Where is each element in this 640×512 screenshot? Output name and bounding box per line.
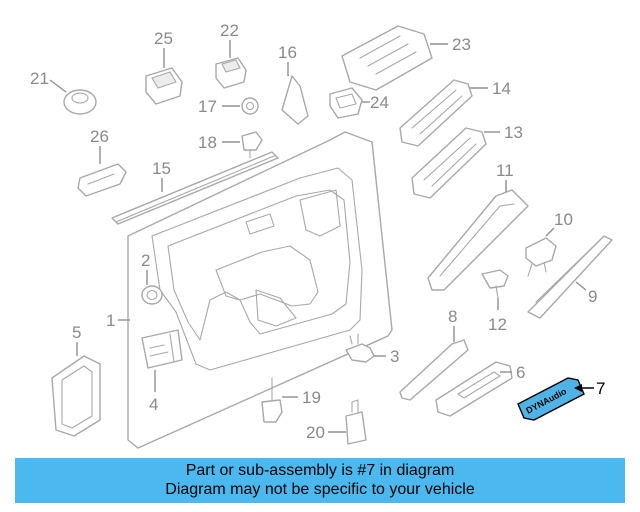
callout-3: 3 <box>374 347 399 366</box>
part-9-side-rail[interactable] <box>527 235 613 319</box>
callout-label: 20 <box>306 423 325 442</box>
callout-1: 1 <box>106 311 130 330</box>
banner-line-part-number: Part or sub-assembly is #7 in diagram <box>185 462 455 479</box>
callout-12: 12 <box>488 298 507 334</box>
part-13-switch-panel[interactable] <box>411 127 487 199</box>
exploded-parts-diagram: 1 2 3 4 5 6 <box>30 21 613 449</box>
part-7-dynaudio-badge[interactable]: DYNAudio <box>517 377 585 421</box>
part-12-screw[interactable] <box>481 269 509 299</box>
callout-21: 21 <box>30 69 67 93</box>
callout-24: 24 <box>362 93 389 112</box>
callout-label: 26 <box>90 127 109 146</box>
callout-19: 19 <box>282 388 321 407</box>
part-10-clip[interactable] <box>525 237 557 277</box>
callout-label: 12 <box>488 315 507 334</box>
part-16-mirror-cover[interactable] <box>281 75 309 125</box>
callout-label: 5 <box>72 323 81 342</box>
callout-11: 11 <box>496 161 514 192</box>
part-6-trim-strip[interactable] <box>435 361 513 417</box>
callout-label: 21 <box>30 69 49 88</box>
callout-9: 9 <box>575 281 597 306</box>
part-4-bracket[interactable] <box>141 329 183 369</box>
part-21-knob[interactable] <box>63 89 97 115</box>
callout-label: 6 <box>516 363 525 382</box>
callout-label: 2 <box>141 251 150 270</box>
part-8-trim[interactable] <box>399 339 469 401</box>
callout-label: 7 <box>596 379 605 398</box>
callout-2: 2 <box>141 251 150 285</box>
callout-17: 17 <box>198 97 240 116</box>
part-25-switch[interactable] <box>145 67 183 105</box>
part-2-clip[interactable] <box>141 285 163 305</box>
callout-8: 8 <box>448 307 457 342</box>
part-11-pillar-trim[interactable] <box>427 189 529 291</box>
callout-label: 4 <box>149 395 158 414</box>
callout-label: 9 <box>588 287 597 306</box>
callout-25: 25 <box>154 29 173 68</box>
callout-label: 11 <box>496 161 514 180</box>
callout-label: 3 <box>390 347 399 366</box>
part-5-trim-piece[interactable] <box>51 355 101 437</box>
callout-4: 4 <box>149 370 158 414</box>
callout-6: 6 <box>500 363 525 382</box>
part-15-weatherstrip[interactable] <box>111 151 279 225</box>
part-1-door-trim-panel[interactable] <box>127 131 393 449</box>
part-20-connector[interactable] <box>345 399 367 445</box>
part-14-switch-panel[interactable] <box>399 79 473 147</box>
callout-label: 16 <box>278 43 297 62</box>
info-banner: Part or sub-assembly is #7 in diagram Di… <box>15 458 625 503</box>
callout-13: 13 <box>484 123 523 142</box>
callout-label: 13 <box>504 123 523 142</box>
callout-label: 15 <box>152 159 171 178</box>
callout-20: 20 <box>306 423 346 442</box>
part-17-push-clip[interactable] <box>241 97 259 115</box>
callout-label: 24 <box>370 93 389 112</box>
callout-label: 18 <box>198 133 217 152</box>
callout-label: 23 <box>452 35 471 54</box>
callout-label: 1 <box>106 311 115 330</box>
callout-15: 15 <box>152 159 171 192</box>
callout-label: 17 <box>198 97 217 116</box>
callout-label: 8 <box>448 307 457 326</box>
callout-14: 14 <box>470 79 511 98</box>
part-23-master-switch[interactable] <box>341 25 433 91</box>
part-19-lock-rod[interactable] <box>261 377 283 423</box>
callout-label: 10 <box>554 210 573 229</box>
callout-label: 14 <box>492 79 511 98</box>
callout-label: 19 <box>302 388 321 407</box>
callout-18: 18 <box>198 133 240 152</box>
callout-7: 7 <box>574 379 605 398</box>
callout-16: 16 <box>278 43 297 76</box>
callout-5: 5 <box>72 323 81 356</box>
callout-label: 25 <box>154 29 173 48</box>
callout-label: 22 <box>220 21 239 40</box>
callout-10: 10 <box>545 210 573 237</box>
part-22-switch[interactable] <box>215 57 247 89</box>
banner-line-disclaimer: Diagram may not be specific to your vehi… <box>165 481 475 498</box>
callout-22: 22 <box>220 21 239 58</box>
callout-26: 26 <box>90 127 109 164</box>
part-24-switch[interactable] <box>329 87 363 119</box>
callout-23: 23 <box>430 35 471 54</box>
part-26-handle[interactable] <box>77 163 127 197</box>
part-18-push-clip[interactable] <box>241 131 263 159</box>
